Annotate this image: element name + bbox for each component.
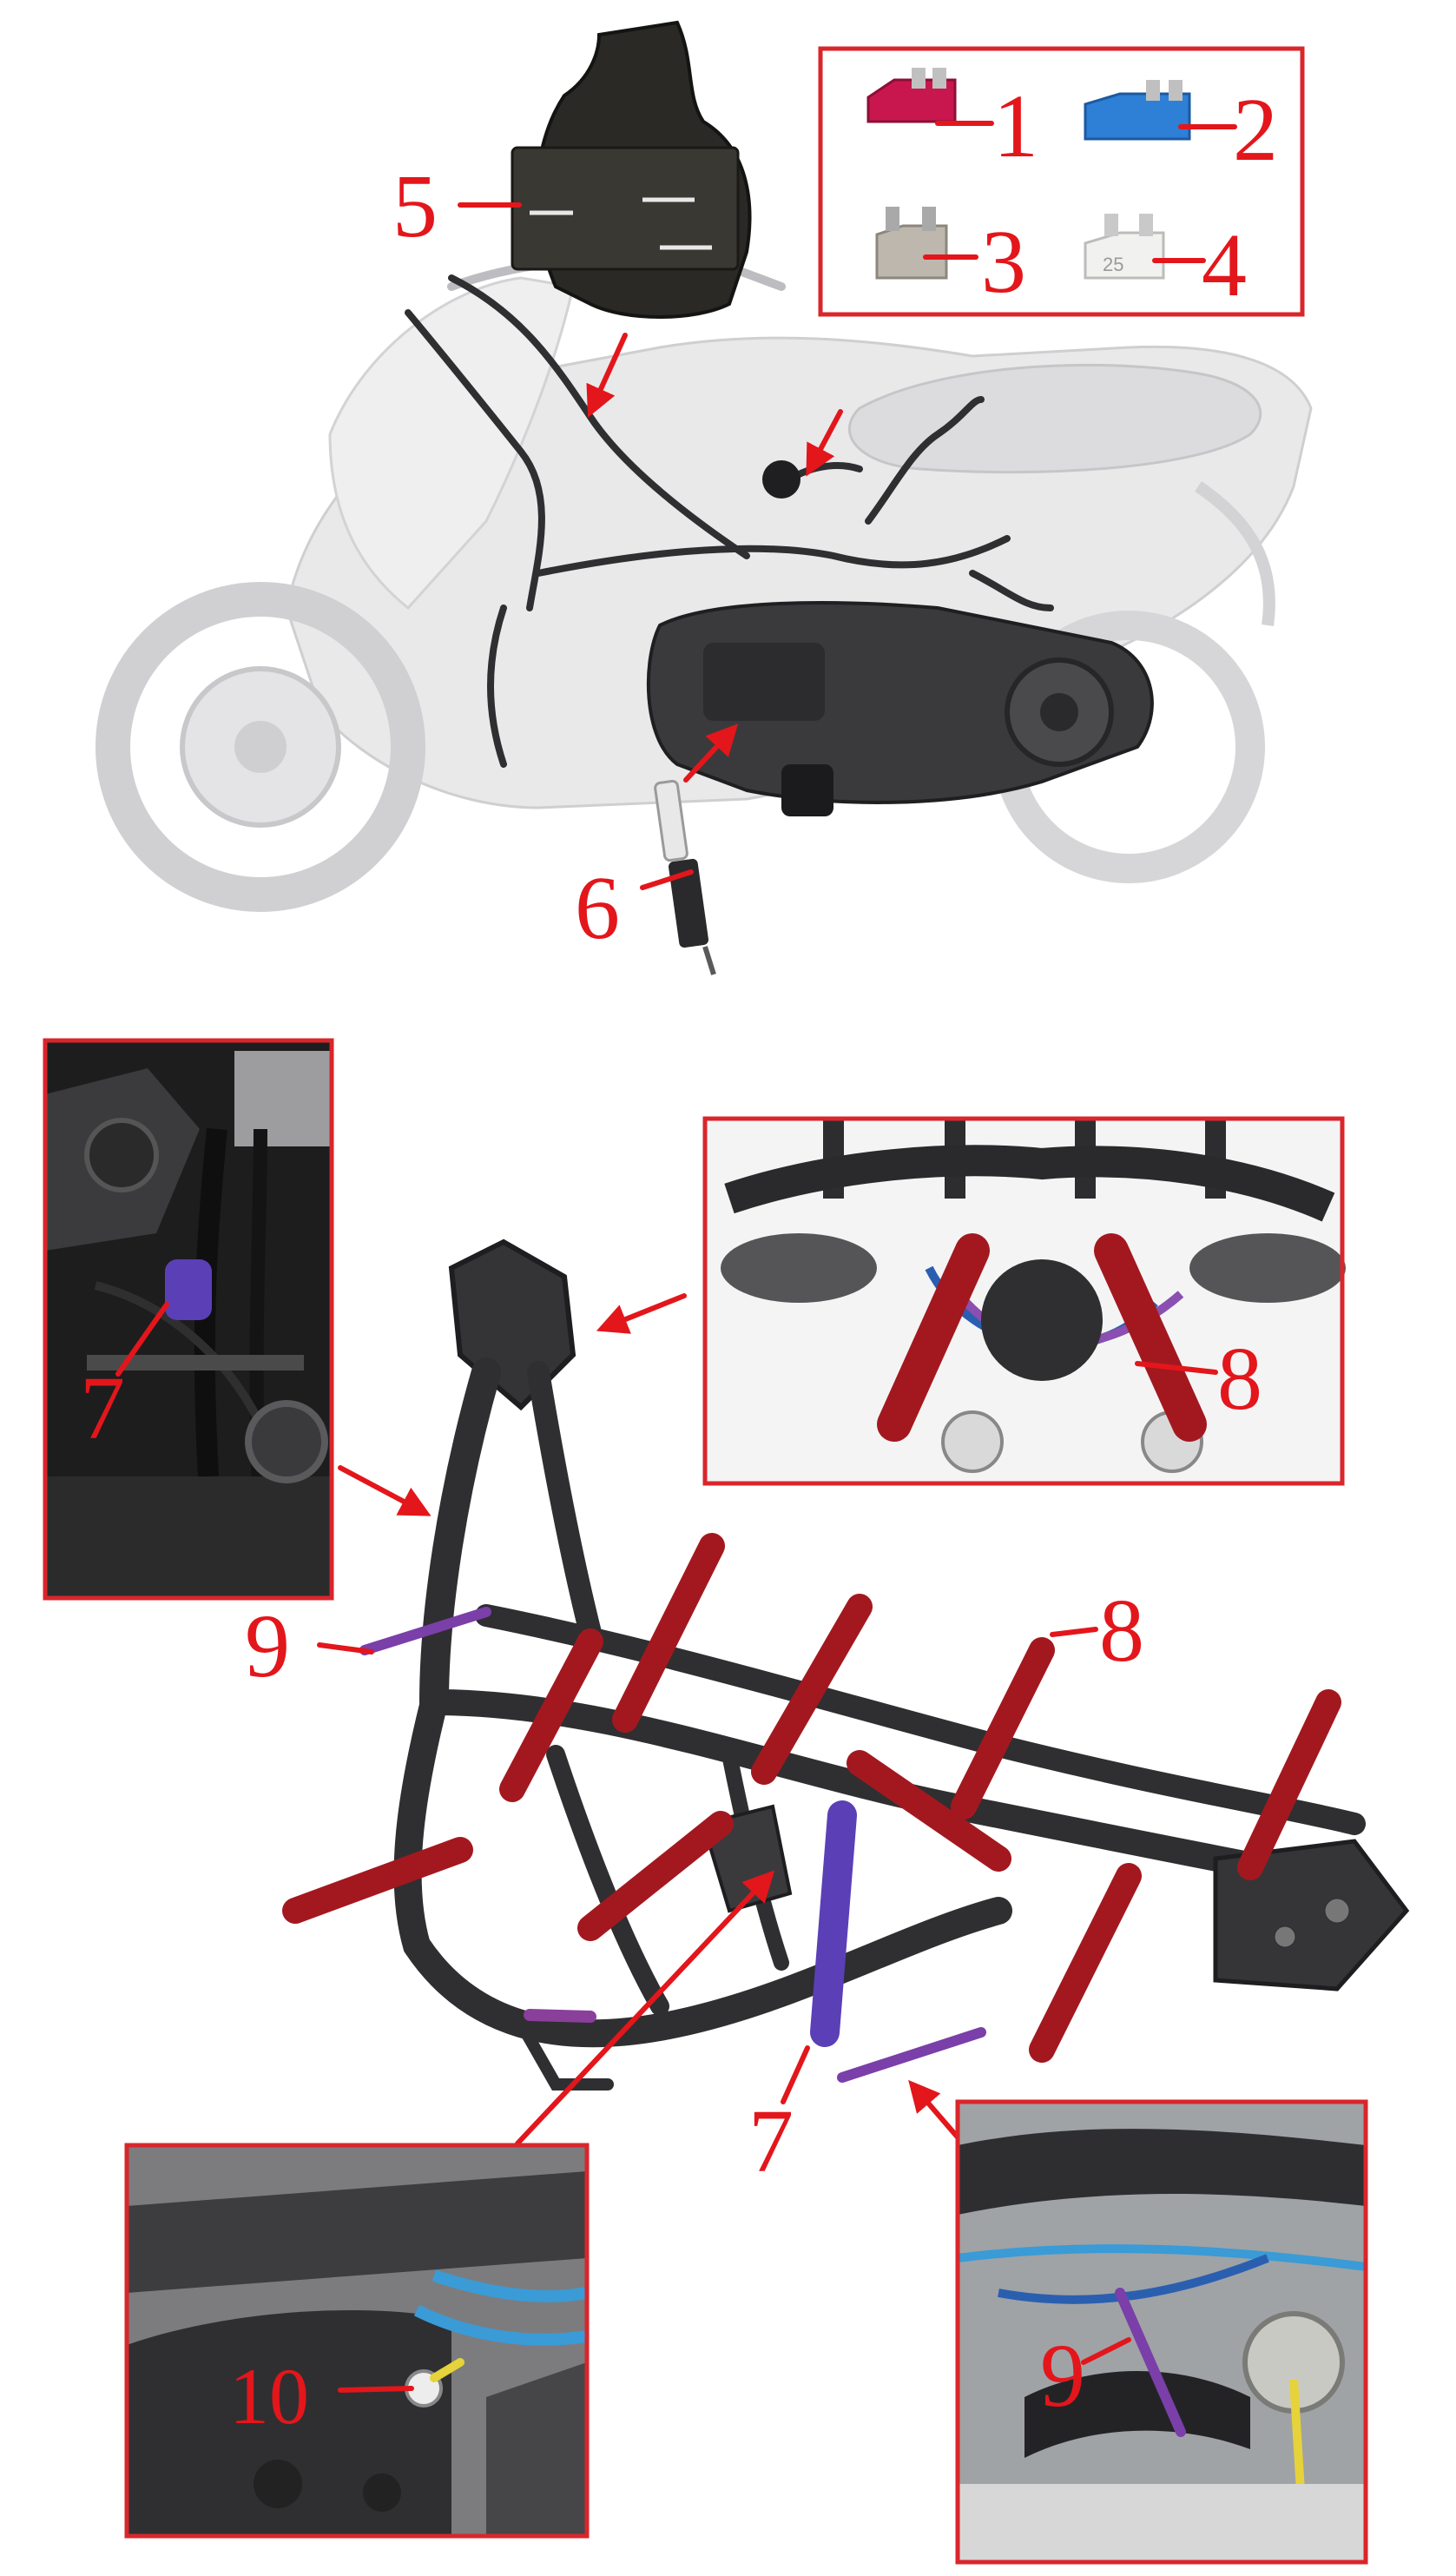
- clip-inset-callout: 9: [1040, 2326, 1085, 2426]
- strap-red-inset-callout: 8: [1217, 1329, 1262, 1429]
- fuse-panel-frame: [818, 46, 1305, 317]
- spark-plug-leader: [640, 869, 694, 890]
- fuse-4-callout: 4: [1202, 215, 1247, 315]
- strap-blue-frame-callout: 7: [748, 2091, 794, 2191]
- frame-red-straps: [282, 1533, 1341, 2063]
- strap-blue-inset-leader: [115, 1302, 169, 1377]
- wiring-harness: [405, 274, 1054, 768]
- arrow-to-blue-strap-location: [338, 1465, 432, 1516]
- fastener-leader: [338, 2386, 414, 2393]
- strap-red-inset-leader: [1135, 1361, 1218, 1375]
- arrow-to-harness: [586, 333, 628, 418]
- fuse-3: [875, 207, 948, 280]
- fuse-1-callout: 1: [993, 76, 1038, 176]
- clip-frame-callout: 9: [245, 1596, 290, 1696]
- strap-red-frame-callout: 8: [1099, 1581, 1144, 1681]
- harness-cover-part: [511, 20, 752, 319]
- frame-illustration: [393, 1238, 1410, 2091]
- fuse-3-callout: 3: [981, 212, 1026, 312]
- arrow-to-clip-location: [908, 2079, 961, 2141]
- clip-frame-leader: [317, 1642, 374, 1655]
- strap-red-frame-leader: [1050, 1627, 1098, 1637]
- frame-clip-lower: [837, 2027, 986, 2083]
- arrow-to-headtube: [596, 1293, 687, 1334]
- fuse-2: 15: [1084, 80, 1191, 159]
- fuse-2-value: 15: [1118, 137, 1139, 159]
- fuse-4: 25: [1084, 214, 1165, 280]
- connector-block: [762, 460, 800, 499]
- fuse-4-value: 25: [1103, 254, 1123, 275]
- frame-clip-upper: [359, 1607, 491, 1655]
- arrow-to-engine: [683, 723, 739, 783]
- spark-plug-part: [654, 779, 716, 975]
- fuse-1: 10: [866, 68, 957, 150]
- frame-clip-bracket: [524, 2009, 596, 2023]
- strap-blue-inset-callout: 7: [80, 1358, 125, 1458]
- inset-clip: 9: [955, 2099, 1368, 2565]
- arrow-to-connector: [806, 409, 843, 477]
- inset-red-straps: 8: [702, 1116, 1346, 1486]
- inset-fastener: 10: [124, 2143, 590, 2539]
- inset-blue-strap: 7: [43, 1038, 334, 1601]
- fuse-1-value: 10: [877, 129, 898, 150]
- engine-assembly: [646, 601, 1154, 816]
- frame-blue-strap: [810, 1800, 857, 2047]
- clip-inset-leader: [1081, 2337, 1131, 2365]
- fuse-2-callout: 2: [1233, 80, 1278, 180]
- fastener-callout: 10: [229, 2352, 309, 2441]
- spark-plug-callout: 6: [575, 858, 620, 958]
- strap-blue-frame-leader: [781, 2045, 810, 2104]
- harness-cover-callout: 5: [392, 156, 438, 256]
- arrow-to-fastener-location: [515, 1870, 775, 2146]
- scooter-illustration: [96, 253, 1313, 912]
